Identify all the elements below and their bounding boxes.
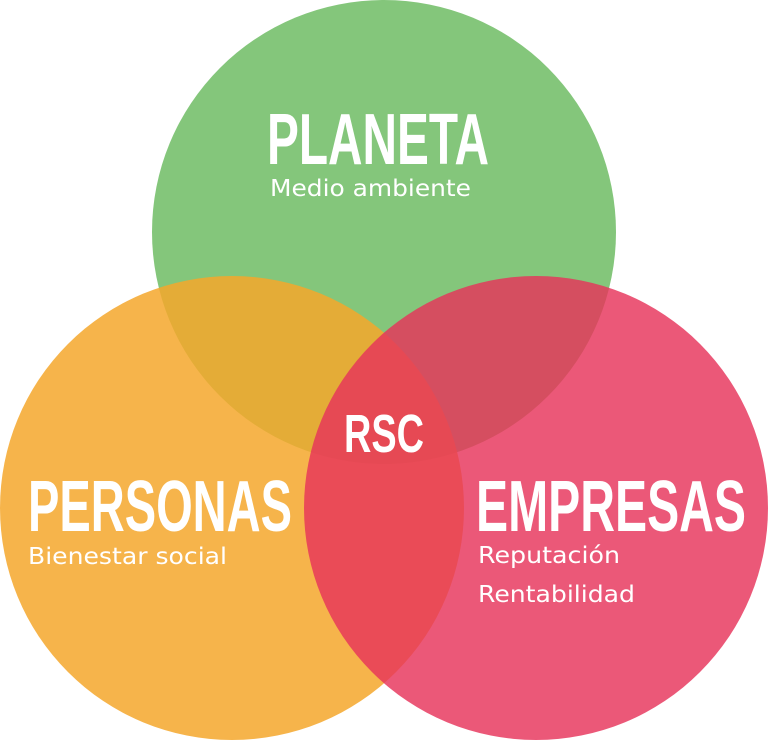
circle-empresas (304, 276, 768, 740)
empresas-subtitle-reputacion: Reputación (478, 543, 620, 569)
personas-subtitle: Bienestar social (28, 544, 227, 570)
planeta-subtitle: Medio ambiente (270, 176, 471, 202)
empresas-subtitle-rentabilidad: Rentabilidad (478, 582, 635, 608)
empresas-title: EMPRESAS (476, 467, 746, 547)
planeta-title: PLANETA (267, 100, 489, 180)
personas-title: PERSONAS (28, 467, 292, 547)
center-label: RSC (344, 404, 424, 464)
